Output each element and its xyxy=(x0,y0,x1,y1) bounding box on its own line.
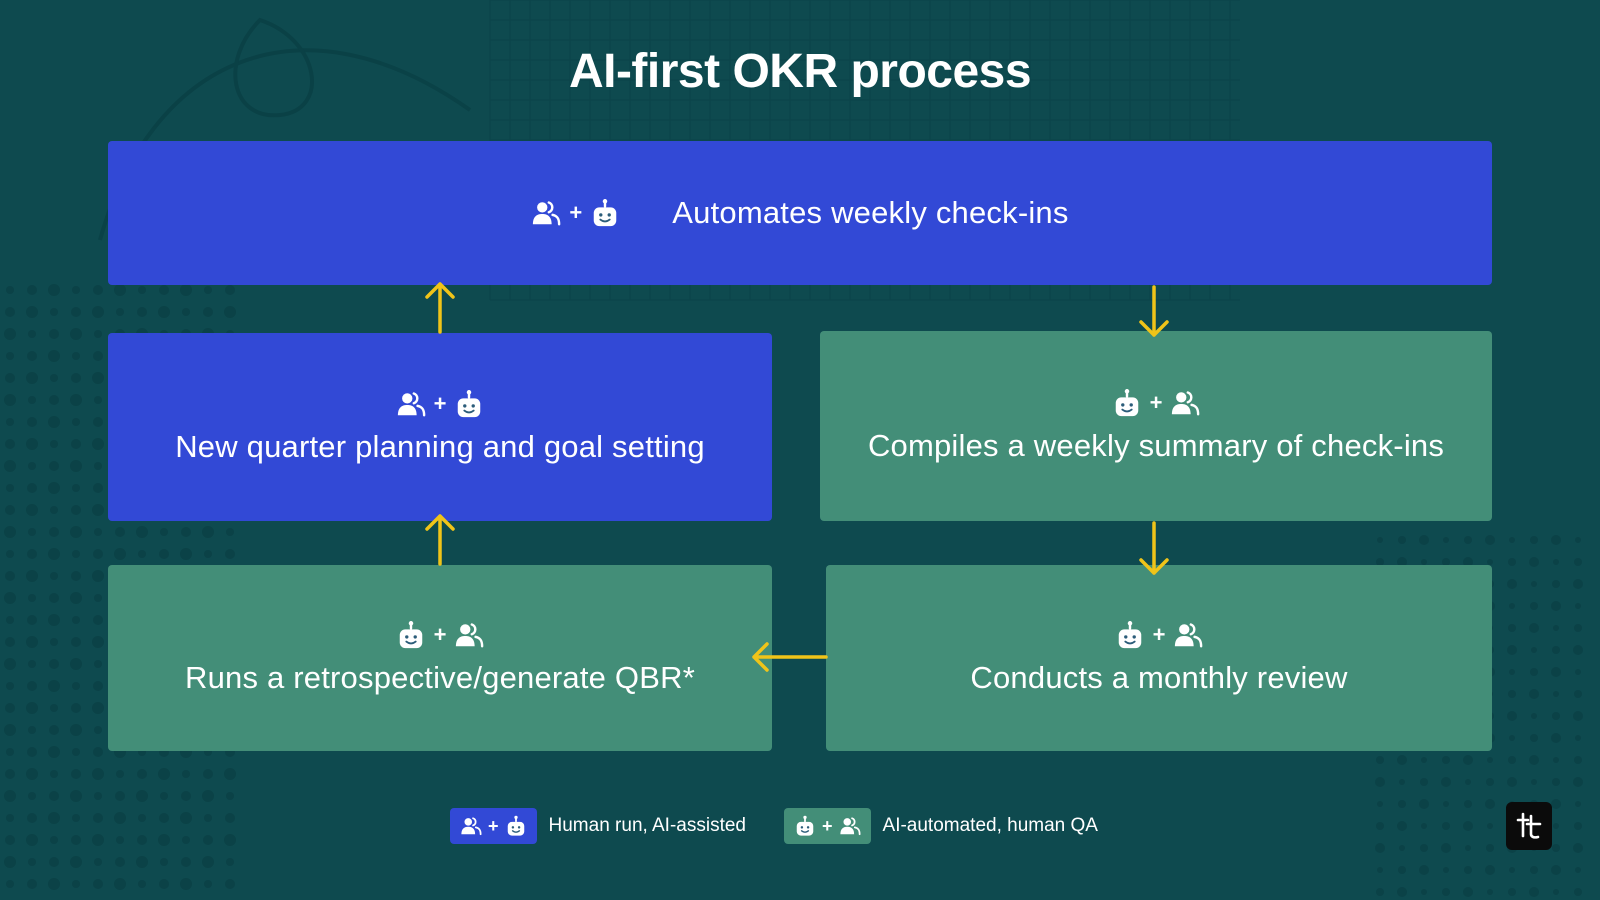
arrow-monthly-review-to-retrospective xyxy=(752,642,828,672)
plus-sign: + xyxy=(1149,390,1163,415)
mode-icons: + xyxy=(396,620,485,650)
mode-icons: + xyxy=(396,389,485,419)
step-label: Automates weekly check-ins xyxy=(672,195,1069,230)
plus-sign: + xyxy=(433,391,447,416)
step-quarter-planning: + New quarter planning and goal setting xyxy=(108,333,772,521)
step-retrospective: + Runs a retrospective/generate QBR* xyxy=(108,565,772,751)
plus-sign: + xyxy=(488,815,499,836)
step-label: Compiles a weekly summary of check-ins xyxy=(867,428,1445,463)
people-icon xyxy=(454,620,484,650)
step-label: New quarter planning and goal setting xyxy=(175,429,705,464)
brand-logo-glyph xyxy=(1516,812,1542,839)
plus-sign: + xyxy=(822,815,833,836)
brand-logo-icon xyxy=(1506,802,1552,850)
legend-label: Human run, AI-assisted xyxy=(548,815,746,836)
legend-item-human-run: + Human run, AI-assisted xyxy=(450,808,746,844)
mode-icons: + xyxy=(531,198,620,228)
arrow-planning-to-weekly-checkins xyxy=(425,282,455,334)
mode-icons: + xyxy=(1115,620,1204,650)
arrow-summary-to-monthly-review xyxy=(1139,521,1169,575)
arrow-weekly-checkins-to-summary xyxy=(1139,285,1169,337)
arrow-retrospective-to-planning xyxy=(425,514,455,566)
plus-sign: + xyxy=(569,200,583,225)
mode-icons: + xyxy=(1112,388,1201,418)
plus-sign: + xyxy=(433,622,447,647)
robot-icon xyxy=(794,815,816,837)
page-title: AI-first OKR process xyxy=(568,45,1032,98)
people-icon xyxy=(460,815,482,837)
legend-swatch-human-run: + xyxy=(450,808,537,844)
robot-icon xyxy=(590,198,620,228)
people-icon xyxy=(531,198,561,228)
robot-icon xyxy=(1115,620,1145,650)
step-weekly-summary: + Compiles a weekly summary of check-ins xyxy=(820,331,1492,521)
people-icon xyxy=(1170,388,1200,418)
robot-icon xyxy=(454,389,484,419)
step-monthly-review: + Conducts a monthly review xyxy=(826,565,1492,751)
step-weekly-checkins: + Automates weekly check-ins xyxy=(108,141,1492,285)
legend-label: AI-automated, human QA xyxy=(882,815,1098,836)
step-label: Conducts a monthly review xyxy=(970,660,1348,695)
step-label: Runs a retrospective/generate QBR* xyxy=(185,660,695,695)
robot-icon xyxy=(396,620,426,650)
people-icon xyxy=(396,389,426,419)
legend-item-ai-automated: + AI-automated, human QA xyxy=(784,808,1098,844)
robot-icon xyxy=(1112,388,1142,418)
legend: + Human run, AI-assisted + AI-automated,… xyxy=(450,808,1098,844)
people-icon xyxy=(1173,620,1203,650)
people-icon xyxy=(839,815,861,837)
plus-sign: + xyxy=(1152,622,1166,647)
robot-icon xyxy=(505,815,527,837)
legend-swatch-ai-automated: + xyxy=(784,808,871,844)
